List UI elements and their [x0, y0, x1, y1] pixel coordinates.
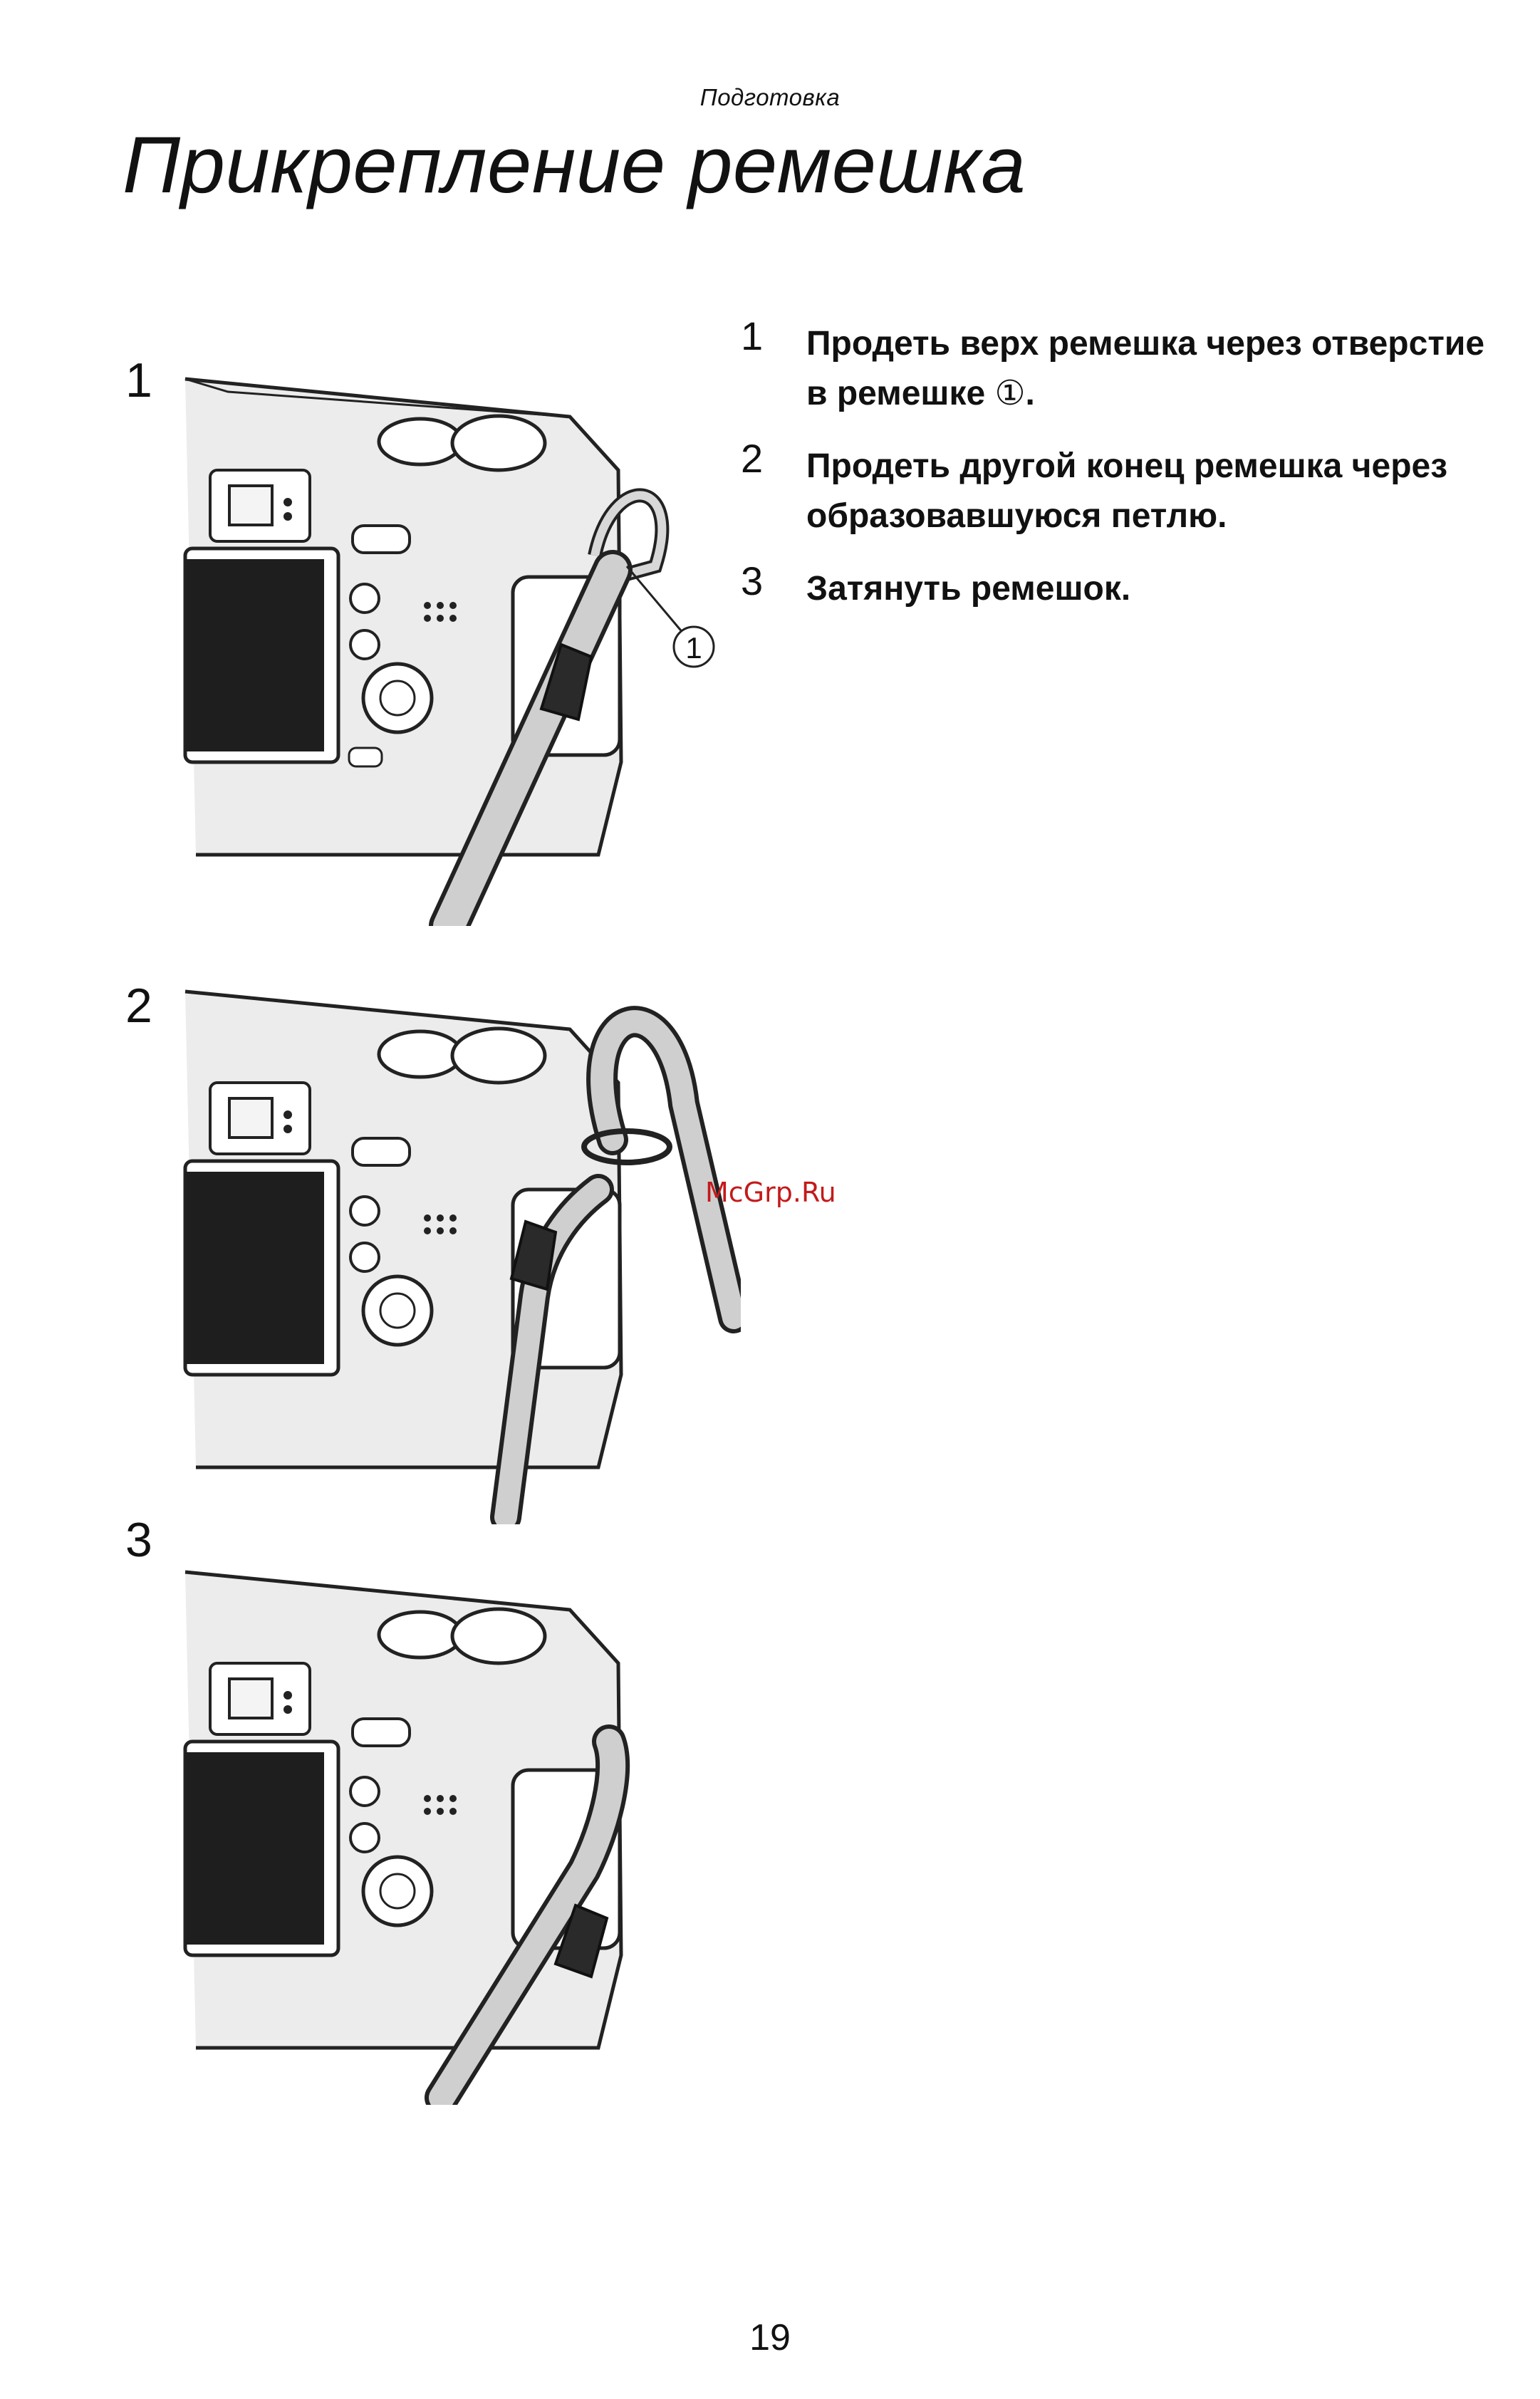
figure-3-camera-strap-illustration: [171, 1556, 741, 2105]
step-number: 2: [741, 439, 763, 479]
section-label: Подготовка: [0, 84, 1540, 111]
watermark: McGrp.Ru: [705, 1177, 836, 1208]
step-3: 3 Затянуть ремешок.: [741, 564, 1496, 614]
camera-illustration-2: [171, 976, 741, 1524]
step-2: 2 Продеть другой конец ремешка через обр…: [741, 442, 1496, 541]
camera-illustration-1: 1: [171, 363, 741, 926]
page-title: Прикрепление ремешка: [123, 121, 1026, 209]
page-number: 19: [0, 2316, 1540, 2359]
step-number: 1: [741, 316, 763, 356]
figure-number-1: 1: [125, 356, 152, 405]
camera-illustration-3: [171, 1556, 741, 2105]
step-text: Затянуть ремешок.: [806, 564, 1496, 614]
figure-number-3: 3: [125, 1516, 152, 1564]
figure-2-camera-strap-illustration: [171, 976, 741, 1524]
step-1: 1 Продеть верх ремешка через отверстие в…: [741, 319, 1496, 419]
callout-reference: ①: [995, 375, 1026, 412]
step-1-period: .: [1026, 375, 1035, 412]
figure-number-2: 2: [125, 982, 152, 1030]
step-1-text: Продеть верх ремешка через отверстие в р…: [806, 325, 1484, 412]
callout-label: 1: [685, 631, 702, 665]
instruction-steps: 1 Продеть верх ремешка через отверстие в…: [741, 319, 1496, 637]
figure-1-camera-strap-illustration: 1: [171, 363, 741, 926]
step-text: Продеть другой конец ремешка через образ…: [806, 442, 1496, 541]
step-number: 3: [741, 561, 763, 601]
step-text: Продеть верх ремешка через отверстие в р…: [806, 319, 1496, 419]
